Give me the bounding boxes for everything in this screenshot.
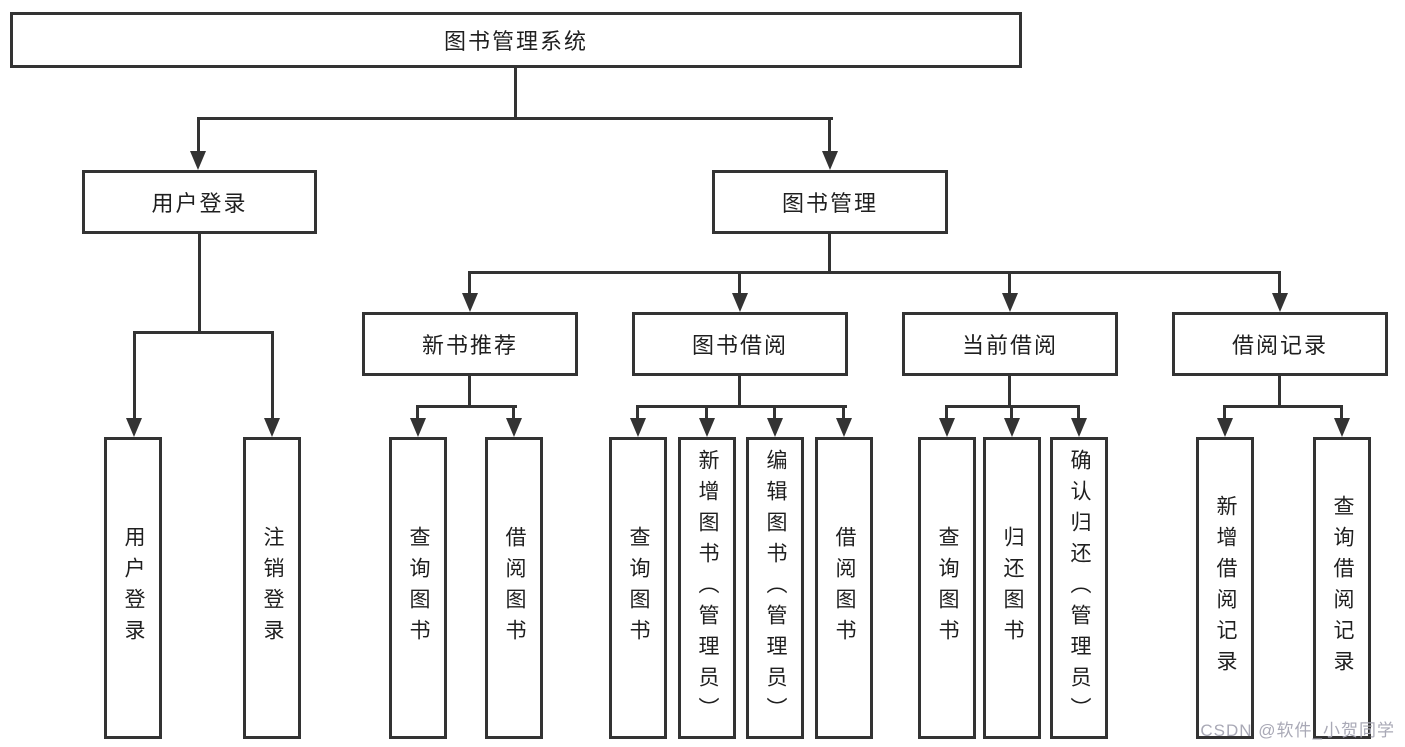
leaf-return-books: 归还图书 xyxy=(983,437,1041,739)
arrow-down-icon xyxy=(822,151,838,170)
arrow-down-icon xyxy=(1002,293,1018,312)
connector-line xyxy=(1008,271,1011,293)
arrow-down-icon xyxy=(1272,293,1288,312)
leaf-newbook-query-books-label: 查询图书 xyxy=(407,526,430,650)
leaf-query-borrow-record-label: 查询借阅记录 xyxy=(1331,495,1354,681)
connector-line xyxy=(1340,405,1343,418)
leaf-newbook-query-books: 查询图书 xyxy=(389,437,447,739)
leaf-newbook-borrow-books-label: 借阅图书 xyxy=(503,526,526,650)
arrow-down-icon xyxy=(264,418,280,437)
connector-line xyxy=(1008,376,1011,408)
arrow-down-icon xyxy=(1071,418,1087,437)
connector-line xyxy=(1223,405,1343,408)
node-root-label: 图书管理系统 xyxy=(443,29,588,54)
arrow-down-icon xyxy=(699,418,715,437)
leaf-logout-label: 注销登录 xyxy=(261,526,284,650)
leaf-user-login-label: 用户登录 xyxy=(122,526,145,650)
connector-line xyxy=(470,271,1281,274)
connector-line xyxy=(271,331,274,418)
leaf-newbook-borrow-books: 借阅图书 xyxy=(485,437,543,739)
connector-line xyxy=(1077,405,1080,418)
connector-line xyxy=(1278,376,1281,408)
connector-line xyxy=(773,405,776,418)
leaf-confirm-return-admin: 确认归还（管理员） xyxy=(1050,437,1108,739)
node-current-borrow: 当前借阅 xyxy=(902,312,1118,376)
connector-line xyxy=(738,271,741,293)
connector-line xyxy=(512,405,515,418)
arrow-down-icon xyxy=(190,151,206,170)
connector-line xyxy=(842,405,845,418)
connector-line xyxy=(197,117,200,153)
leaf-add-borrow-record: 新增借阅记录 xyxy=(1196,437,1254,739)
connector-line xyxy=(468,376,471,408)
connector-line xyxy=(133,331,136,418)
connector-line xyxy=(468,271,471,293)
arrow-down-icon xyxy=(1334,418,1350,437)
node-new-book-recommend-label: 新书推荐 xyxy=(421,333,518,358)
arrow-down-icon xyxy=(836,418,852,437)
leaf-add-books-admin-label: 新增图书（管理员） xyxy=(696,448,719,728)
arrow-down-icon xyxy=(462,293,478,312)
leaf-edit-books-admin: 编辑图书（管理员） xyxy=(746,437,804,739)
leaf-confirm-return-admin-label: 确认归还（管理员） xyxy=(1068,448,1091,728)
connector-line xyxy=(705,405,708,418)
leaf-user-login: 用户登录 xyxy=(104,437,162,739)
leaf-logout: 注销登录 xyxy=(243,437,301,739)
arrow-down-icon xyxy=(126,418,142,437)
connector-line xyxy=(828,117,831,153)
connector-line xyxy=(1223,405,1226,418)
leaf-edit-books-admin-label: 编辑图书（管理员） xyxy=(764,448,787,728)
leaf-current-query-books: 查询图书 xyxy=(918,437,976,739)
leaf-borrow-books: 借阅图书 xyxy=(815,437,873,739)
node-book-borrow-label: 图书借阅 xyxy=(691,333,788,358)
node-borrow-record-label: 借阅记录 xyxy=(1231,333,1328,358)
leaf-add-books-admin: 新增图书（管理员） xyxy=(678,437,736,739)
node-user-login-label: 用户登录 xyxy=(151,191,248,216)
leaf-borrow-query-books-label: 查询图书 xyxy=(627,526,650,650)
node-borrow-record: 借阅记录 xyxy=(1172,312,1388,376)
connector-line xyxy=(636,405,639,418)
leaf-return-books-label: 归还图书 xyxy=(1001,526,1024,650)
arrow-down-icon xyxy=(767,418,783,437)
connector-line xyxy=(514,65,517,120)
connector-line xyxy=(418,405,517,408)
node-user-login: 用户登录 xyxy=(82,170,317,234)
arrow-down-icon xyxy=(410,418,426,437)
leaf-query-borrow-record: 查询借阅记录 xyxy=(1313,437,1371,739)
connector-line xyxy=(738,376,741,408)
node-new-book-recommend: 新书推荐 xyxy=(362,312,578,376)
arrow-down-icon xyxy=(630,418,646,437)
node-book-management: 图书管理 xyxy=(712,170,948,234)
arrow-down-icon xyxy=(1217,418,1233,437)
arrow-down-icon xyxy=(732,293,748,312)
arrow-down-icon xyxy=(506,418,522,437)
arrow-down-icon xyxy=(939,418,955,437)
connector-line xyxy=(198,234,201,334)
connector-line xyxy=(416,405,419,418)
node-root-system: 图书管理系统 xyxy=(10,12,1022,68)
connector-line xyxy=(1010,405,1013,418)
node-book-management-label: 图书管理 xyxy=(781,191,878,216)
leaf-current-query-books-label: 查询图书 xyxy=(936,526,959,650)
node-book-borrow: 图书借阅 xyxy=(632,312,848,376)
connector-line xyxy=(638,405,847,408)
connector-line xyxy=(197,117,833,120)
leaf-borrow-books-label: 借阅图书 xyxy=(833,526,856,650)
node-current-borrow-label: 当前借阅 xyxy=(961,333,1058,358)
connector-line xyxy=(1278,271,1281,293)
connector-line xyxy=(828,234,831,274)
connector-line xyxy=(133,331,274,334)
leaf-borrow-query-books: 查询图书 xyxy=(609,437,667,739)
leaf-add-borrow-record-label: 新增借阅记录 xyxy=(1214,495,1237,681)
arrow-down-icon xyxy=(1004,418,1020,437)
connector-line xyxy=(945,405,948,418)
csdn-watermark: CSDN @软件_小贺同学 xyxy=(1200,721,1395,740)
